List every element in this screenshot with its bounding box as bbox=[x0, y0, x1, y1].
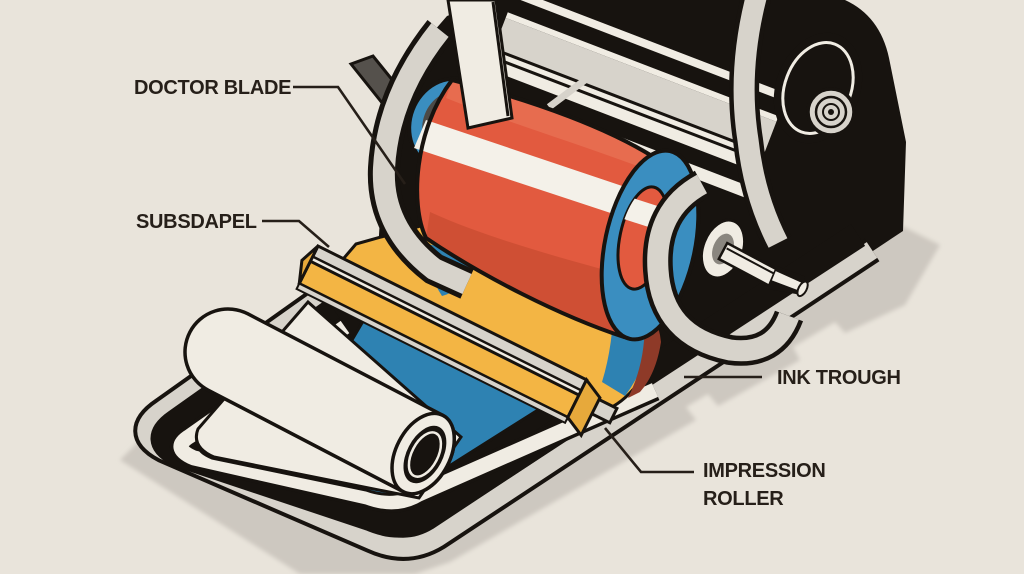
leader-lines bbox=[262, 85, 762, 474]
label-doctor-blade: DOCTOR BLADE bbox=[134, 77, 292, 99]
leader-doctor-blade bbox=[293, 85, 407, 185]
label-substrate: SUBSDAPEL bbox=[136, 211, 257, 233]
frame-arc-left bbox=[372, 23, 472, 295]
paper-roll bbox=[183, 307, 457, 496]
blade-bar-tip bbox=[297, 244, 320, 285]
leader-impression-roller bbox=[603, 427, 694, 474]
axle-cone-band bbox=[771, 271, 805, 292]
axle-cone-tip bbox=[796, 280, 809, 298]
frame-arm-face bbox=[733, 0, 788, 248]
roller-stripe bbox=[414, 120, 658, 226]
cylinder-end-disc bbox=[773, 32, 863, 144]
doctor-blade-assembly bbox=[295, 243, 619, 439]
tray-ledge bbox=[173, 320, 659, 510]
right-axle bbox=[699, 218, 809, 298]
leader-substrate bbox=[262, 219, 330, 248]
label-impression-roller: IMPRESSION ROLLER bbox=[703, 460, 826, 510]
label-ink-trough: INK TROUGH bbox=[777, 367, 901, 389]
frame-column bbox=[446, 0, 514, 130]
blade-bar-end bbox=[565, 377, 602, 439]
frame-strut bbox=[546, 59, 612, 110]
frame-arc-right bbox=[647, 174, 799, 362]
blade-bar-under bbox=[295, 282, 570, 425]
